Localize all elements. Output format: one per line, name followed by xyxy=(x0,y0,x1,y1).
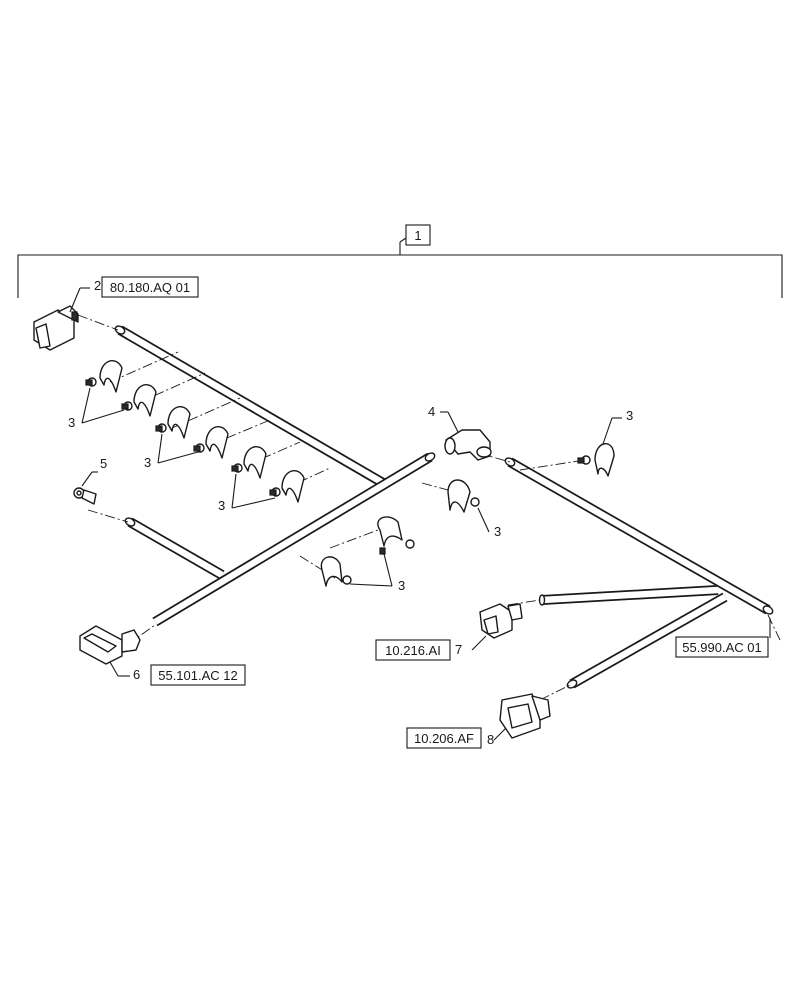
assembly-item-number: 1 xyxy=(414,228,421,243)
elbow-fitting-item-4: 4 xyxy=(428,404,492,461)
clip-3j xyxy=(577,443,615,477)
clip-3e xyxy=(231,446,267,479)
item-2-number: 2 xyxy=(94,278,101,293)
item-7-reference: 10.216.AI xyxy=(385,643,441,658)
harness-end-callout: 55.990.AC 01 xyxy=(675,618,771,658)
clip-3i xyxy=(447,479,480,513)
clip-3g xyxy=(377,516,415,555)
clip-3h xyxy=(320,556,352,587)
harness-end-reference: 55.990.AC 01 xyxy=(682,640,762,655)
connector-item-8: 8 10.206.AF xyxy=(406,693,551,749)
clip-group-right: 3 3 xyxy=(447,408,633,539)
harness-tubes xyxy=(114,325,774,689)
clip-3b xyxy=(121,384,157,417)
clip-group-left: 3 3 3 xyxy=(68,360,305,513)
item-6-number: 6 xyxy=(133,667,140,682)
clip-3f xyxy=(269,470,305,503)
item-3-number-b: 3 xyxy=(144,455,151,470)
item-3-number-d: 3 xyxy=(398,578,405,593)
connector-item-2: 2 80.180.AQ 01 xyxy=(33,276,199,351)
item-2-reference: 80.180.AQ 01 xyxy=(110,280,190,295)
clip-3c xyxy=(155,406,191,439)
connector-item-7: 7 10.216.AI xyxy=(375,603,523,661)
item-3-number-e: 3 xyxy=(494,524,501,539)
item-5-number: 5 xyxy=(100,456,107,471)
item-6-reference: 55.101.AC 12 xyxy=(158,668,238,683)
clip-group-middle: 3 xyxy=(320,516,415,593)
item-8-number: 8 xyxy=(487,732,494,747)
ring-terminal-item-5: 5 xyxy=(73,456,107,505)
item-3-number-a: 3 xyxy=(68,415,75,430)
item-3-number-c: 3 xyxy=(218,498,225,513)
clip-3a xyxy=(85,360,123,393)
assembly-bracket: 1 xyxy=(17,224,783,298)
clip-3d xyxy=(193,426,229,459)
item-4-number: 4 xyxy=(428,404,435,419)
connector-item-6: 6 55.101.AC 12 xyxy=(79,625,246,686)
item-8-reference: 10.206.AF xyxy=(414,731,474,746)
item-3-number-f: 3 xyxy=(626,408,633,423)
item-7-number: 7 xyxy=(455,642,462,657)
